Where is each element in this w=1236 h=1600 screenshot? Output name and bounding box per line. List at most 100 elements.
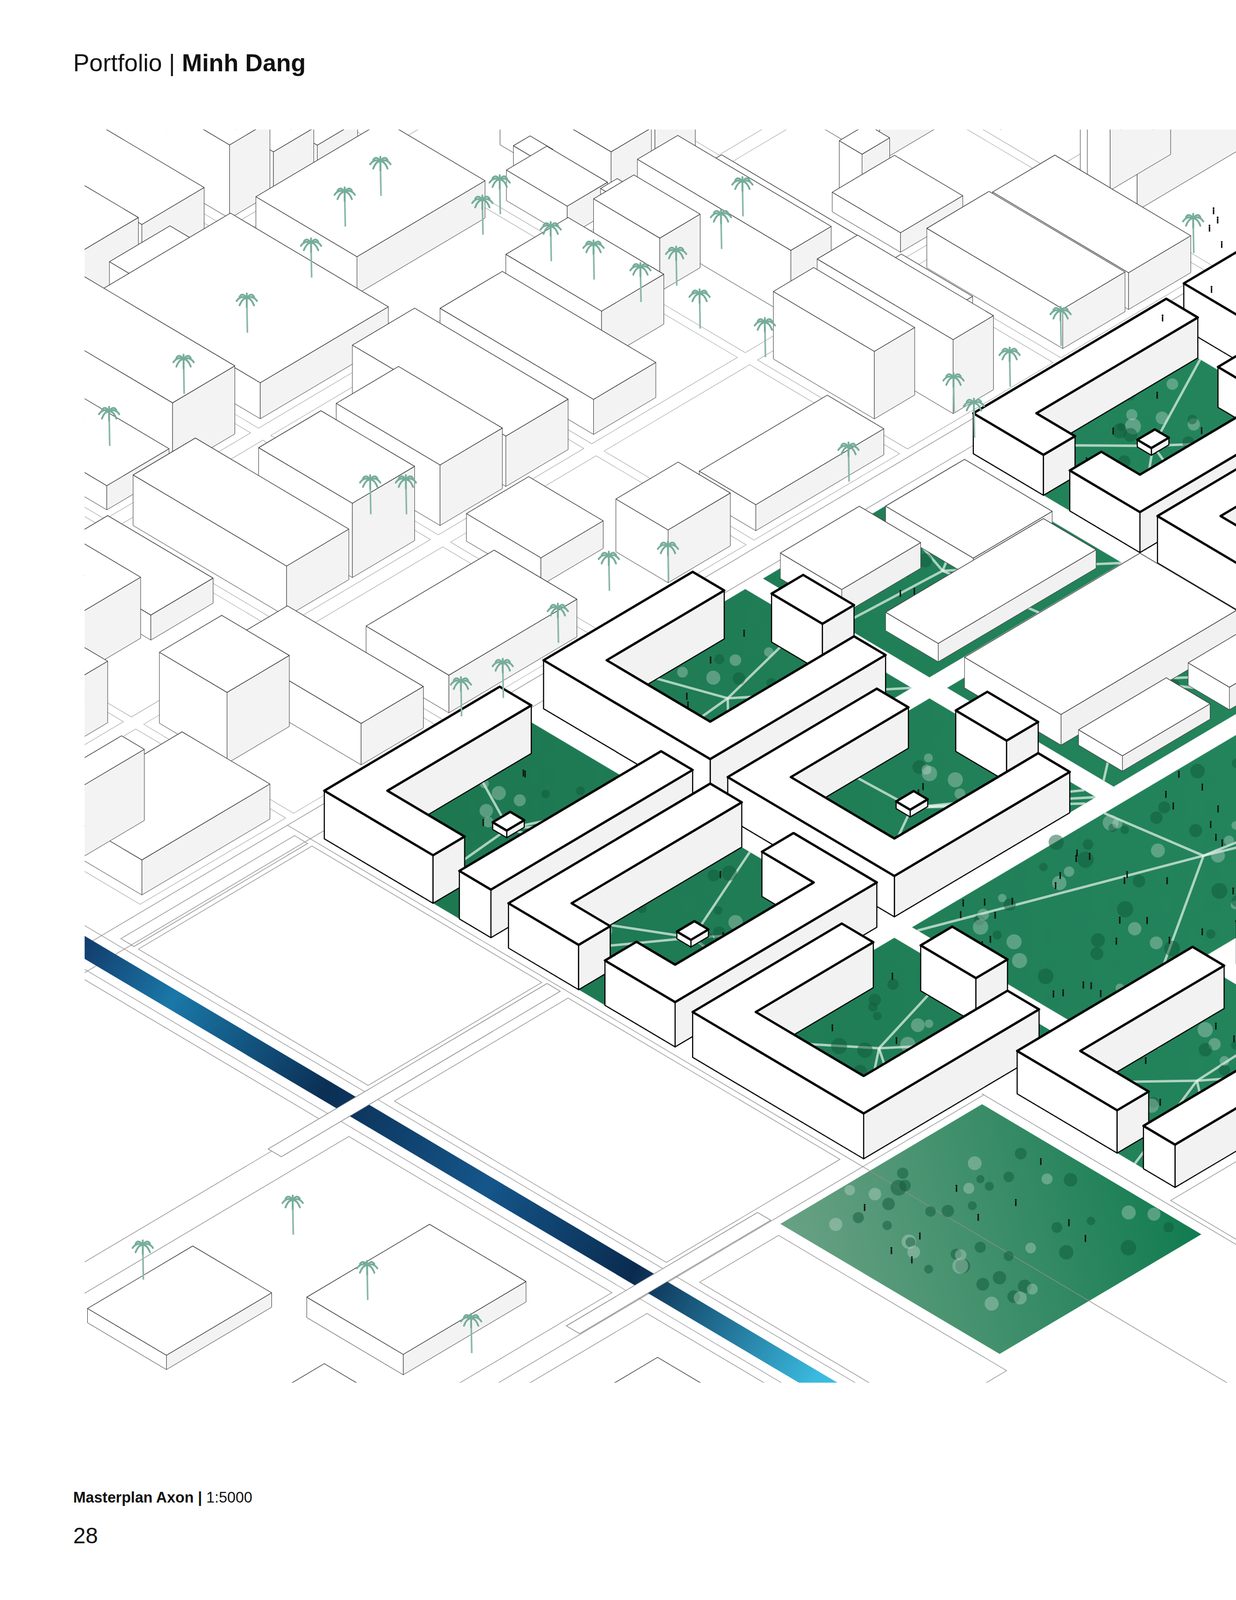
palm-frond: [245, 298, 248, 308]
palm-tree: [943, 372, 964, 412]
person-body: [1232, 888, 1235, 895]
person-head: [1112, 427, 1115, 430]
palm-tree: [98, 406, 120, 446]
text-line: Portfolio |Minh Dang: [73, 49, 313, 78]
proposed-block: [692, 923, 1040, 1159]
canal: [84, 750, 1236, 1383]
palm-frond: [405, 475, 413, 480]
person-head: [1039, 1157, 1042, 1160]
person-body: [891, 974, 894, 980]
context-building: [306, 1223, 526, 1375]
tree-canopy: [763, 647, 774, 657]
palm-frond: [176, 355, 184, 360]
person-body: [1054, 883, 1057, 889]
palm-frond: [550, 604, 558, 608]
building-roof: [87, 1245, 272, 1355]
palm-frond: [543, 222, 551, 227]
tree-canopy: [1041, 1172, 1053, 1185]
person-body: [1201, 930, 1204, 936]
palm-frond: [1193, 215, 1201, 219]
building-roof: [773, 267, 915, 352]
road-edge: [84, 129, 1236, 1186]
person-head: [955, 1184, 958, 1187]
palm-frond: [1050, 310, 1061, 315]
palm-frond: [973, 402, 982, 411]
palm-frond: [742, 181, 750, 190]
building-roof: [964, 553, 1236, 715]
palm-frond: [630, 266, 641, 270]
tree-canopy: [1086, 1216, 1096, 1225]
palm-frond: [453, 678, 461, 682]
person: [1161, 314, 1164, 322]
palm-frond: [471, 1314, 479, 1318]
person-head: [1172, 802, 1175, 805]
palm-frond: [398, 479, 406, 487]
palm-tree: [395, 475, 416, 515]
palm-frond: [710, 213, 721, 218]
palm-frond: [667, 545, 676, 554]
person: [977, 1213, 980, 1221]
bridge: [268, 982, 561, 1157]
palm-frond: [405, 479, 413, 487]
person-body: [890, 1248, 893, 1254]
palm-frond: [1183, 217, 1194, 222]
buildings: [84, 129, 1236, 1382]
palm-frond: [556, 607, 559, 618]
palm-frond: [344, 188, 352, 192]
palm-frond: [502, 663, 510, 671]
tree-canopy: [1063, 866, 1075, 877]
tree-canopy: [1187, 414, 1198, 425]
tree-canopy: [1164, 940, 1180, 956]
tree-canopy: [1231, 758, 1236, 768]
palm-frond: [98, 410, 110, 414]
tree-canopy: [857, 1042, 873, 1058]
person: [910, 1255, 913, 1264]
palm-frond: [373, 161, 381, 169]
person-head: [890, 1246, 893, 1249]
tree-canopy: [924, 1018, 934, 1028]
palm-frond: [841, 443, 849, 447]
palm-frond: [366, 1265, 375, 1273]
palm-tree: [657, 541, 679, 581]
person: [1212, 206, 1215, 215]
palms: [98, 156, 1204, 1353]
palm-frond: [471, 1317, 479, 1326]
tree-canopy: [1027, 1283, 1038, 1295]
palm-frond: [1059, 311, 1062, 321]
courtyard-path: [1196, 1018, 1236, 1081]
palm-frond: [943, 376, 954, 381]
drawing-caption: 1:5000: [206, 1488, 253, 1506]
existing-building: [1078, 677, 1210, 772]
palm-frond: [311, 239, 319, 243]
palm-frond: [1009, 348, 1017, 352]
palm-tree: [732, 176, 753, 217]
road-edge: [287, 824, 1236, 1383]
person-head: [1215, 833, 1218, 836]
person-body: [1210, 287, 1213, 293]
building-roof: [593, 174, 701, 238]
palm-frond: [482, 196, 490, 201]
context-building: [84, 518, 142, 676]
person-body: [1059, 873, 1062, 879]
tree-canopy: [1205, 929, 1216, 939]
palm-frond: [246, 298, 254, 306]
palm-frond: [1009, 351, 1017, 360]
palm-frond: [356, 1264, 367, 1268]
person-body: [686, 694, 688, 700]
person: [685, 692, 688, 700]
tree-canopy: [1012, 952, 1028, 968]
person-body: [1165, 792, 1167, 798]
palm-frond: [742, 178, 750, 182]
person: [743, 629, 745, 637]
palm-tree: [450, 676, 472, 716]
palm-frond: [475, 196, 483, 201]
tree-canopy: [1051, 1221, 1062, 1233]
page-number: 28: [73, 1522, 98, 1549]
person-head: [1208, 224, 1211, 227]
tree-canopy: [1120, 825, 1129, 834]
tree-canopy: [1190, 763, 1205, 778]
palm-tree: [472, 195, 493, 235]
building-roof: [306, 1223, 526, 1354]
palm-frond: [489, 178, 500, 183]
tree-canopy: [729, 654, 742, 666]
